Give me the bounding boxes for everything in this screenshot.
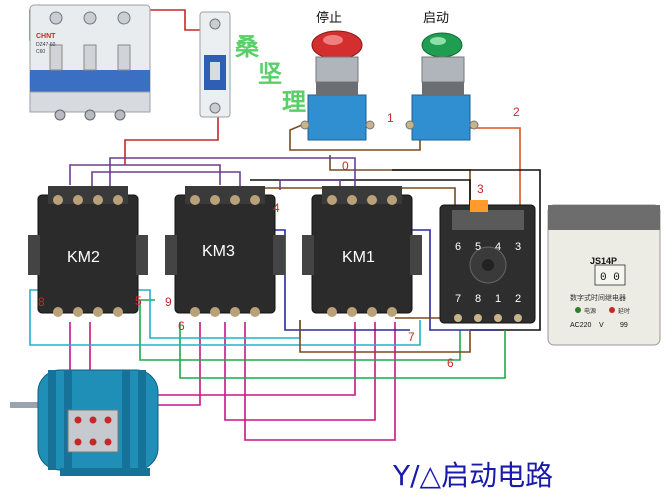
- wire-number-9: 9: [165, 295, 172, 309]
- socket-pin-6: 6: [455, 241, 461, 253]
- wire-purple-top4: [279, 179, 341, 190]
- watermark-char-1: 桑: [235, 32, 260, 61]
- wire-green-1: [179, 322, 506, 379]
- breaker-model: DZ47-60: [36, 42, 56, 48]
- diagram-title: Y/△启动电路: [392, 459, 553, 492]
- wire-number-2: 2: [513, 105, 520, 119]
- wire-blue-1: [270, 229, 410, 331]
- wire-brown-7: [299, 320, 471, 353]
- three-pole-breaker: CHNT DZ47-60 C60: [29, 4, 151, 121]
- wire-blue-2: [400, 229, 500, 331]
- wire-number-5: 5: [135, 294, 142, 308]
- contactor-km3: KM3: [165, 186, 285, 317]
- socket-pin-2: 2: [515, 293, 521, 305]
- wire-brown-3: [255, 187, 456, 208]
- wire-number-4: 4: [273, 201, 280, 215]
- wire-number-6b: 6: [447, 356, 454, 370]
- wire-cyan-1: [29, 289, 421, 346]
- km2-label: KM2: [67, 249, 100, 266]
- km1-label: KM1: [342, 249, 375, 266]
- wire-number-6a: 6: [178, 319, 185, 333]
- wire-number-8: 8: [38, 295, 45, 309]
- timer-digits: 0 0: [600, 272, 620, 284]
- breaker-rating: C60: [36, 49, 45, 55]
- wire-purple-top3: [109, 157, 356, 188]
- wire-numbers: 0 1 2 3 4 5 6 6 7 8 9: [38, 105, 520, 370]
- timer-delay-label: 延时: [618, 307, 630, 315]
- socket-pin-3: 3: [515, 241, 521, 253]
- timer-time-unit: 99: [620, 322, 628, 329]
- start-button: 启动: [405, 11, 479, 141]
- electric-motor: [10, 369, 159, 476]
- timer-model: JS14P: [590, 256, 617, 266]
- watermark-char-2: 坚: [258, 59, 282, 88]
- single-pole-breaker: [199, 11, 231, 118]
- stop-label: 停止: [316, 10, 342, 26]
- wire-number-0: 0: [342, 159, 349, 173]
- relay-socket: 6 5 4 3 7 8 1 2: [439, 200, 536, 324]
- socket-pin-5: 5: [475, 241, 481, 253]
- socket-pin-8: 8: [475, 293, 481, 305]
- time-relay: JS14P 0 0 数字式时间继电器 电源 延时 AC220 V 99: [547, 204, 661, 346]
- timer-power-label: 电源: [584, 307, 596, 315]
- socket-pin-4: 4: [495, 241, 501, 253]
- wire-number-3: 3: [477, 182, 484, 196]
- wire-number-1: 1: [387, 111, 394, 125]
- wire-red-breaker-out: [124, 115, 219, 165]
- start-label: 启动: [423, 11, 449, 26]
- socket-pin-1: 1: [495, 293, 501, 305]
- wire-red-2: [468, 127, 521, 210]
- timer-unit: V: [599, 322, 604, 329]
- wire-purple-top2: [91, 171, 241, 188]
- wire-magenta-5: [244, 322, 396, 441]
- wire-purple-top: [69, 164, 221, 185]
- watermark: 桑 坚 理: [235, 32, 306, 116]
- timer-voltage: AC220: [570, 322, 592, 329]
- stop-button: 停止: [300, 10, 375, 141]
- watermark-char-3: 理: [282, 87, 306, 116]
- breaker-brand: CHNT: [36, 33, 56, 40]
- contactor-km2: KM2: [28, 186, 148, 317]
- contactor-km1: KM1: [302, 186, 422, 317]
- wire-number-7: 7: [408, 330, 415, 344]
- wire-magenta-4: [224, 322, 376, 421]
- km3-label: KM3: [202, 243, 235, 260]
- socket-pin-7: 7: [455, 293, 461, 305]
- wire-green-2: [139, 299, 461, 361]
- timer-subtitle: 数字式时间继电器: [570, 293, 626, 302]
